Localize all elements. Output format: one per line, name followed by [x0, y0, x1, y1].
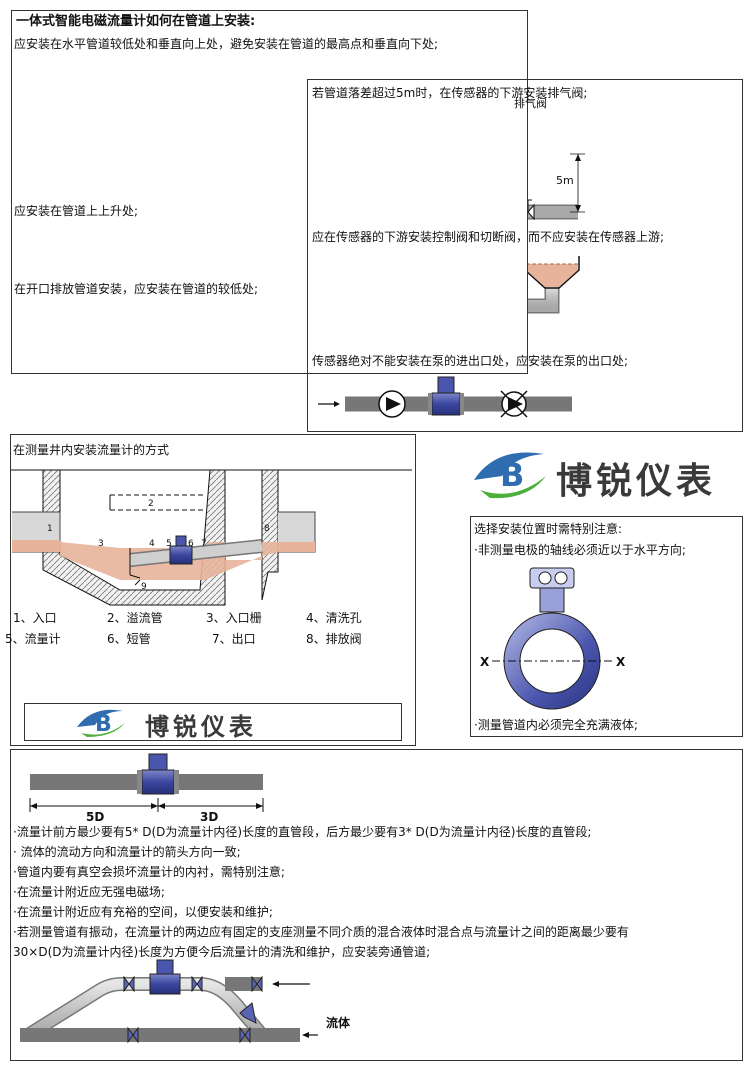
brand-name: 博锐仪表 [556, 461, 717, 502]
panel1-line1: 应安装在水平管道较低处和垂直向上处，避免安装在管道的最高点和垂直向下处; [14, 37, 439, 51]
height-dimension [570, 153, 585, 213]
height-label: 5m [556, 174, 574, 187]
well-num-4: 4 [149, 539, 155, 549]
panel2-line3: 传感器绝对不能安装在泵的进出口处，应安装在泵的出口处; [312, 354, 629, 368]
panel4-electrode-diagram [492, 567, 612, 710]
dimension-lines [29, 798, 264, 812]
panel4-line1: 选择安装位置时需特别注意: [474, 522, 623, 536]
logo-banner-small: B 博锐仪表 [24, 703, 402, 741]
pump-icon-2 [378, 390, 406, 418]
note-5: ·在流量计附近应有充裕的空间，以便安装和维护; [13, 905, 273, 919]
panel1-title: 一体式智能电磁流量计如何在管道上安装: [16, 14, 256, 29]
panel3-title: 在测量井内安装流量计的方式 [13, 443, 170, 457]
axis-label-left: X [480, 655, 490, 669]
panel-measuring-well [10, 434, 416, 746]
legend-3: 3、入口栅 [206, 611, 262, 625]
legend-5: 5、流量计 [5, 632, 61, 646]
svg-text:B: B [500, 456, 524, 494]
panel4-line2: ·非测量电极的轴线必须近以于水平方向; [474, 543, 686, 557]
pump-wrong-icon [500, 390, 528, 418]
legend-1: 1、入口 [13, 611, 57, 625]
well-num-7: 7 [201, 539, 207, 549]
note-6: ·若测量管道有振动，在流量计的两边应有固定的支座测量不同介质的混合液体时混合点与… [13, 925, 629, 939]
well-num-3: 3 [98, 539, 104, 549]
meter-pump-outlet [428, 376, 464, 416]
panel1-line2: 应安装在管道上上升处; [14, 204, 139, 218]
panel3-well-diagram [10, 469, 412, 606]
well-num-8: 8 [264, 524, 270, 534]
panel-straight-pipe-notes [10, 749, 743, 1061]
note-3: ·管道内要有真空会损坏流量计的内衬，需特别注意; [13, 865, 285, 879]
note-4: ·在流量计附近应无强电磁场; [13, 885, 165, 899]
panel1-line3: 在开口排放管道安装，应安装在管道的较低处; [14, 282, 259, 296]
note-2: · 流体的流动方向和流量计的箭头方向一致; [13, 845, 241, 859]
svg-text:B: B [95, 712, 112, 737]
panel2-line1: 若管道落差超过5m时，在传感器的下游安装排气阀; [312, 86, 588, 100]
well-num-9: 9 [141, 582, 147, 592]
panel-drop-and-pump [307, 79, 743, 432]
legend-7: 7、出口 [212, 632, 256, 646]
panel5-diagrams [20, 753, 318, 1044]
brand-logo-icon: B [474, 452, 546, 499]
well-num-2: 2 [148, 499, 154, 509]
brand-name-small: 博锐仪表 [145, 713, 257, 741]
legend-8: 8、排放阀 [306, 632, 362, 646]
meter-bypass [149, 959, 181, 995]
panel-position-notes [470, 516, 743, 737]
note-1: ·流量计前方最少要有5* D(D为流量计内径)长度的直管段，后方最少要有3* D… [13, 825, 592, 839]
dim-3d-label: 3D [200, 810, 219, 824]
bypass-valves [123, 975, 263, 1044]
well-num-5: 5 [166, 539, 172, 549]
legend-4: 4、清洗孔 [306, 611, 362, 625]
air-valve-label: 排气阀 [514, 97, 547, 110]
meter-straight [137, 753, 179, 795]
panel2-line2: 应在传感器的下游安装控制阀和切断阀，而不应安装在传感器上游; [312, 230, 665, 244]
legend-2: 2、溢流管 [107, 611, 163, 625]
brand-logo-icon-small: B [77, 709, 125, 737]
axis-label-right: X [616, 655, 626, 669]
well-num-6: 6 [188, 539, 194, 549]
panel-installation-basics [11, 10, 528, 374]
well-meter [169, 535, 193, 565]
panel4-line3: ·测量管道内必须完全充满液体; [474, 718, 638, 732]
legend-6: 6、短管 [107, 632, 151, 646]
well-num-1: 1 [47, 524, 53, 534]
flow-label: 流体 [326, 1016, 351, 1030]
note-7: 30×D(D为流量计内径)长度为方便今后流量计的清洗和维护，应安装旁通管道; [13, 945, 431, 959]
dim-5d-label: 5D [86, 810, 105, 824]
